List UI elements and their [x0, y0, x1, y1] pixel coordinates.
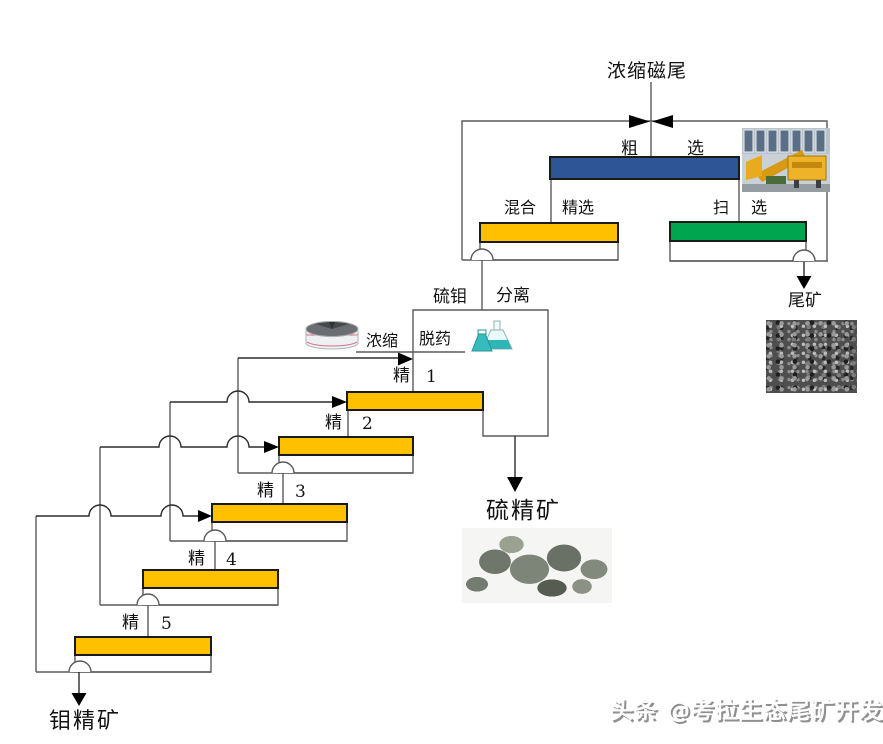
scavenger-bar	[669, 221, 807, 242]
scavenger-cell-box	[669, 240, 807, 262]
scavenging-label-left: 扫	[713, 198, 730, 217]
cleaner4-num: 4	[226, 550, 237, 570]
tailings-photo	[766, 320, 857, 393]
mixed-cleaning-label-left: 混合	[504, 198, 537, 217]
mixed-cleaning-label-right: 精选	[562, 198, 595, 217]
cleaner2-cell-box	[278, 454, 414, 474]
cleaner2-label: 精	[325, 413, 342, 433]
reagent-removal-label: 脱药	[419, 329, 452, 348]
feed-label: 浓缩磁尾	[607, 60, 688, 82]
thickener-icon	[303, 316, 361, 354]
sulfur-concentrate-label: 硫精矿	[486, 498, 561, 524]
cleaner1-label: 精	[393, 366, 410, 386]
separation-label-left: 硫钼	[433, 287, 467, 307]
cleaner3-label: 精	[257, 481, 274, 501]
molybdenum-concentrate-label: 钼精矿	[49, 709, 122, 734]
arrowheads	[71, 115, 812, 706]
rougher-label-right: 选	[687, 139, 704, 159]
sulfur-concentrate-photo	[462, 528, 612, 603]
cleaner4-label: 精	[188, 549, 205, 569]
feed-lines	[36, 262, 805, 693]
separation-label-right: 分离	[496, 286, 530, 306]
cleaner4-cell-box	[142, 587, 279, 606]
cleaner3-cell-box	[211, 521, 348, 542]
tailings-label: 尾矿	[788, 291, 822, 311]
cleaner1-bar	[346, 391, 484, 411]
cleaner5-num: 5	[161, 614, 172, 634]
cleaner5-label: 精	[122, 613, 139, 633]
outlet-notches	[68, 248, 816, 673]
cleaner5-cell-box	[74, 654, 212, 673]
cleaner2-num: 2	[362, 414, 373, 434]
cleaner5-bar	[74, 636, 212, 656]
cleaner3-num: 3	[295, 482, 306, 502]
mixed-cleaner-bar	[479, 222, 619, 243]
machinery-photo	[742, 128, 830, 192]
cleaner3-bar	[211, 503, 348, 523]
watermark: 头条 @考拉生态尾矿开发	[610, 698, 883, 724]
cleaner1-num: 1	[426, 367, 437, 387]
rougher-label-left: 粗	[621, 139, 638, 159]
feed-junction-right-arrow	[652, 115, 673, 128]
cleaner2-bar	[278, 436, 414, 456]
rougher-bar	[549, 156, 740, 180]
scavenging-label-right: 选	[751, 198, 768, 217]
flow-lines	[35, 82, 828, 673]
feed-junction-left-arrow	[629, 115, 650, 128]
flask-icon	[471, 320, 514, 354]
mixed-cleaner-cell-box	[479, 241, 619, 261]
thickening-label: 浓缩	[366, 331, 399, 350]
cleaner4-bar	[142, 569, 279, 589]
